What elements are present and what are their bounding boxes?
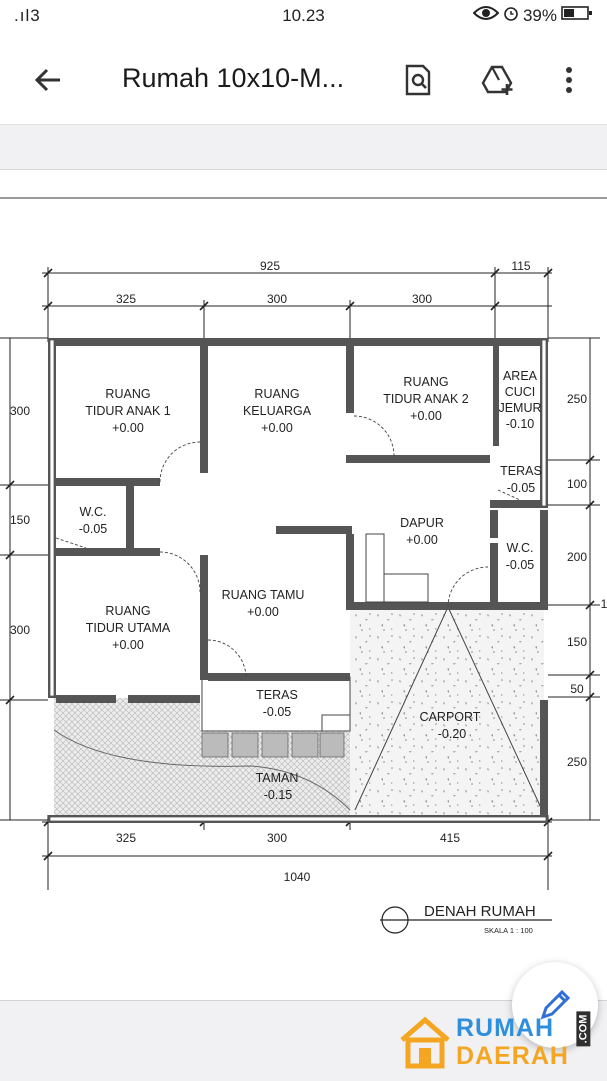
dim-bottom-2: 300	[267, 831, 287, 845]
svg-text:W.C.: W.C.	[79, 505, 106, 519]
dim-right-6: 250	[567, 755, 587, 769]
signal-indicator: .ıl3	[14, 6, 41, 25]
svg-text:TAMAN: TAMAN	[256, 771, 299, 785]
svg-text:TIDUR UTAMA: TIDUR UTAMA	[86, 621, 171, 635]
room-dapur: DAPUR +0.00	[400, 516, 444, 547]
dimension-lines	[0, 267, 600, 890]
svg-text:-0.10: -0.10	[506, 417, 535, 431]
dim-top-1: 325	[116, 292, 136, 306]
svg-text:RUANG: RUANG	[403, 375, 448, 389]
plan-caption: DENAH RUMAH SKALA 1 : 100	[380, 903, 552, 935]
svg-text:KELUARGA: KELUARGA	[243, 404, 312, 418]
battery-icon	[561, 5, 593, 26]
dim-overall-top: 925	[260, 259, 280, 273]
carport-area	[350, 607, 544, 815]
watermark-top: RUMAH	[456, 1014, 555, 1042]
svg-text:+0.00: +0.00	[410, 409, 442, 423]
dim-left-3: 300	[10, 623, 30, 637]
svg-text:AREA: AREA	[503, 369, 538, 383]
dim-top-right: 115	[511, 259, 530, 273]
battery-percent: 39%	[522, 5, 557, 25]
svg-text:+0.00: +0.00	[247, 605, 279, 619]
svg-text:RUANG TAMU: RUANG TAMU	[222, 588, 305, 602]
svg-text:TIDUR ANAK 2: TIDUR ANAK 2	[383, 392, 468, 406]
room-wc-2: W.C. -0.05	[506, 541, 535, 572]
status-icons: 39%	[472, 5, 593, 26]
viewer-top-band	[0, 125, 607, 170]
svg-text:-0.05: -0.05	[507, 481, 536, 495]
more-options-button[interactable]	[547, 58, 591, 102]
dim-overall-bottom: 1040	[284, 870, 311, 884]
room-teras-front: TERAS -0.05	[256, 688, 298, 719]
room-taman: TAMAN -0.15	[256, 771, 299, 802]
svg-text:CARPORT: CARPORT	[420, 710, 481, 724]
watermark-logo: RUMAH DAERAH .COM	[398, 1010, 598, 1074]
room-area-cuci-jemur: AREA CUCI JEMUR -0.10	[498, 369, 541, 431]
app-bar: Rumah 10x10-M...	[0, 34, 607, 125]
dim-top-2: 300	[267, 292, 287, 306]
document-search-icon	[405, 64, 431, 96]
svg-text:TIDUR ANAK 1: TIDUR ANAK 1	[85, 404, 170, 418]
svg-text:+0.00: +0.00	[261, 421, 293, 435]
clock: 10.23	[282, 6, 325, 25]
svg-text:CUCI: CUCI	[505, 385, 536, 399]
status-bar: .ıl3 10.23 39%	[0, 0, 607, 34]
dim-bottom-3: 415	[440, 831, 460, 845]
svg-text:+0.00: +0.00	[112, 638, 144, 652]
svg-text:RUANG: RUANG	[105, 387, 150, 401]
svg-text:JEMUR: JEMUR	[498, 401, 541, 415]
room-carport: CARPORT -0.20	[420, 710, 481, 741]
dim-right-5: 50	[570, 682, 584, 696]
dim-right-1: 250	[567, 392, 587, 406]
dim-bottom-1: 325	[116, 831, 136, 845]
room-keluarga: RUANG KELUARGA +0.00	[243, 387, 312, 435]
add-to-drive-button[interactable]	[476, 58, 520, 102]
svg-text:TERAS: TERAS	[500, 464, 542, 478]
svg-text:RUANG: RUANG	[105, 604, 150, 618]
svg-text:TERAS: TERAS	[256, 688, 298, 702]
room-labels: RUANG TIDUR ANAK 1 +0.00 RUANG KELUARGA …	[79, 369, 542, 802]
back-button[interactable]	[26, 58, 70, 102]
document-page[interactable]: 925 115 325 300 300 325 300 415 1040 300…	[0, 170, 607, 1000]
svg-text:-0.15: -0.15	[264, 788, 293, 802]
room-tidur-anak-2: RUANG TIDUR ANAK 2 +0.00	[383, 375, 468, 423]
dim-right-edge: 1	[601, 597, 607, 611]
svg-text:+0.00: +0.00	[406, 533, 438, 547]
pen-icon	[540, 989, 571, 1020]
alarm-icon	[503, 5, 519, 26]
dim-left-1: 300	[10, 404, 30, 418]
dim-top-3: 300	[412, 292, 432, 306]
room-tidur-utama: RUANG TIDUR UTAMA +0.00	[86, 604, 171, 652]
floor-plan-drawing: 925 115 325 300 300 325 300 415 1040 300…	[0, 197, 607, 935]
watermark-suffix: .COM	[576, 1011, 591, 1047]
find-in-document-button[interactable]	[396, 58, 440, 102]
dim-right-4: 150	[567, 635, 587, 649]
drive-add-icon	[481, 65, 513, 95]
dim-right-3: 200	[567, 550, 587, 564]
svg-text:-0.05: -0.05	[263, 705, 292, 719]
svg-text:+0.00: +0.00	[112, 421, 144, 435]
eye-icon	[472, 5, 500, 26]
watermark-bottom: DAERAH	[456, 1042, 569, 1070]
room-tamu: RUANG TAMU +0.00	[222, 588, 305, 619]
svg-text:W.C.: W.C.	[506, 541, 533, 555]
svg-text:DAPUR: DAPUR	[400, 516, 444, 530]
dim-right-2: 100	[567, 477, 587, 491]
document-title: Rumah 10x10-M...	[122, 63, 345, 93]
house-logo-icon	[400, 1016, 450, 1069]
room-teras-service: TERAS -0.05	[500, 464, 542, 495]
svg-text:RUANG: RUANG	[254, 387, 299, 401]
arrow-left-icon	[34, 68, 60, 92]
caption-scale: SKALA 1 : 100	[484, 926, 533, 935]
room-wc-1: W.C. -0.05	[79, 505, 108, 536]
room-tidur-anak-1: RUANG TIDUR ANAK 1 +0.00	[85, 387, 170, 435]
dim-left-2: 150	[10, 513, 30, 527]
svg-text:-0.05: -0.05	[506, 558, 535, 572]
svg-text:-0.05: -0.05	[79, 522, 108, 536]
caption-title: DENAH RUMAH	[424, 903, 536, 920]
more-vertical-icon	[566, 67, 572, 93]
svg-text:-0.20: -0.20	[438, 727, 467, 741]
viewer-bottom-band	[0, 1000, 607, 1081]
